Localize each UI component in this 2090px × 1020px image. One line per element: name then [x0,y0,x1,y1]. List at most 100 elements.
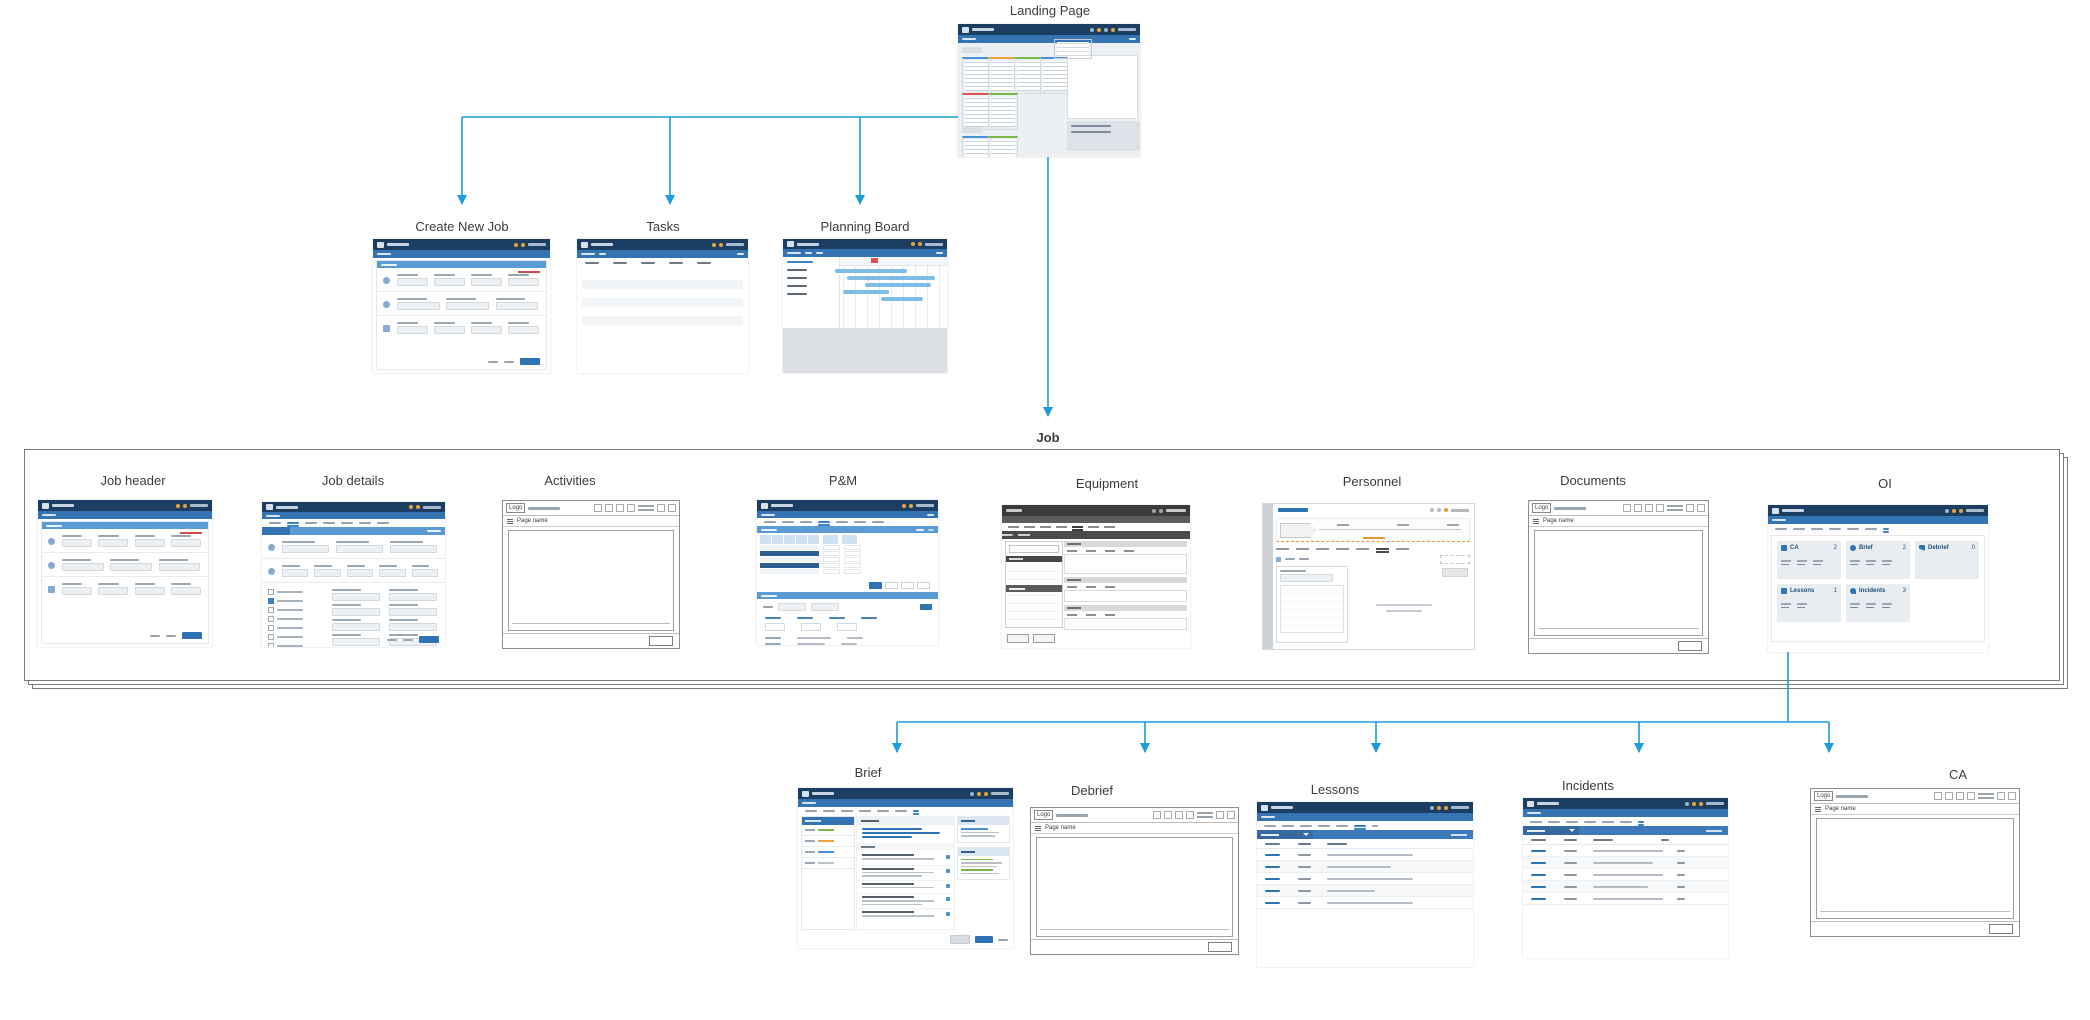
cell [844,563,861,568]
mini-primary-button [520,358,540,365]
thumbnail-planning-board[interactable] [783,239,947,373]
stat [1882,560,1892,565]
mini-logo-icon [802,790,809,797]
thumbnail-job-header[interactable] [38,500,212,647]
mini-field [495,298,539,310]
dash [961,858,993,860]
mini-input [508,326,539,334]
mini-table-row [1523,845,1728,857]
dash [961,850,975,853]
thumbnail-create-new-job[interactable] [373,239,550,373]
mini-field-group [42,577,208,600]
mini-logo-text [812,792,834,795]
status-dash [818,829,834,831]
dash [1865,527,1877,530]
mini-input [110,563,152,571]
mini-subbar [373,250,550,258]
node-label-create-new-job: Create New Job [415,219,509,234]
mini-user-text [916,504,934,507]
mini-toolbar-icon [1697,504,1705,512]
mini-navbar [577,239,748,250]
dash [1298,865,1311,868]
dash [1261,816,1275,818]
dash [1811,527,1823,530]
mini-card-count: 2 [1902,545,1906,551]
mini-form-page [376,260,547,370]
mini-supplier-section [757,592,938,645]
mini-logo-icon [787,241,794,247]
mini-subbar [958,35,1140,43]
mini-input [801,623,821,631]
mini-logo-icon [1261,804,1268,811]
thumbnail-activities[interactable]: Logo Page name [502,500,680,649]
mini-field [282,565,309,577]
mini-form-footer [387,636,439,643]
mini-subbar [798,799,1013,807]
mini-panel-body [958,825,1009,842]
mini-table-header [1523,835,1728,845]
dash [1298,877,1311,880]
dash [836,521,848,523]
dash [862,832,940,834]
dash [403,638,413,641]
thumbnail-brief[interactable] [798,788,1013,948]
dash [862,828,922,830]
mini-field [379,565,406,577]
status-dash [818,862,834,864]
mini-page-button [885,582,898,589]
dash [381,263,397,266]
thumbnail-personnel[interactable] [1262,503,1475,650]
mini-wireframe-topbar: Logo [1811,789,2019,804]
mini-panel-body [958,856,1009,880]
dash [613,262,627,264]
mini-search-panel [1276,566,1348,643]
thumbnail-ca[interactable]: Logo Page name [1810,788,2020,937]
dash [62,583,83,585]
dash [872,521,884,523]
mini-table-row [1523,857,1728,869]
thumbnail-debrief[interactable]: Logo Page name [1030,807,1239,955]
mini-wireframe-footer [1031,939,1238,954]
mini-sidebar-row [802,847,854,858]
mini-job-card [1014,57,1044,94]
dash [1677,873,1685,876]
mini-field [434,322,465,334]
thumbnail-documents[interactable]: Logo Page name [1528,500,1709,654]
thumbnail-tasks[interactable] [577,239,748,373]
thumbnail-job-details[interactable] [262,502,445,647]
dash [805,840,815,842]
mini-input [158,563,201,571]
thumbnail-incidents[interactable] [1523,798,1728,958]
mini-input [62,563,104,571]
dash [1067,586,1077,588]
dash [1105,550,1115,552]
dash [332,589,362,591]
mini-link [1265,865,1280,868]
mini-checklist-group [262,583,445,647]
mini-toolbar-icon [1945,792,1953,800]
mini-right-panel [957,846,1010,880]
thumbnail-lessons[interactable] [1257,802,1473,967]
mini-input [170,587,201,595]
thumbnail-equipment[interactable] [1002,505,1190,648]
thumbnail-pm[interactable] [757,500,938,645]
dash [961,828,988,830]
node-label-job-details: Job details [321,473,385,488]
thumbnail-landing-page[interactable] [958,24,1140,157]
mini-card-label: Incidents [1859,588,1886,594]
mini-field [434,274,465,286]
mini-tab-row [1002,523,1190,531]
mini-job-card [988,136,1018,157]
mini-logo-text [1537,802,1559,805]
mini-table-row [1257,861,1473,873]
dash [1298,853,1311,856]
mini-link [1265,889,1280,892]
mini-toolbar-icon [1645,504,1653,512]
mini-input [837,623,857,631]
mini-input [336,545,384,553]
mini-toolbar-icon [1216,811,1224,819]
mini-toolbar-icon [1656,504,1664,512]
thumbnail-oi[interactable]: CA 2 Brief 2 [1768,505,1988,652]
mini-field [62,535,93,547]
dash [998,938,1008,941]
